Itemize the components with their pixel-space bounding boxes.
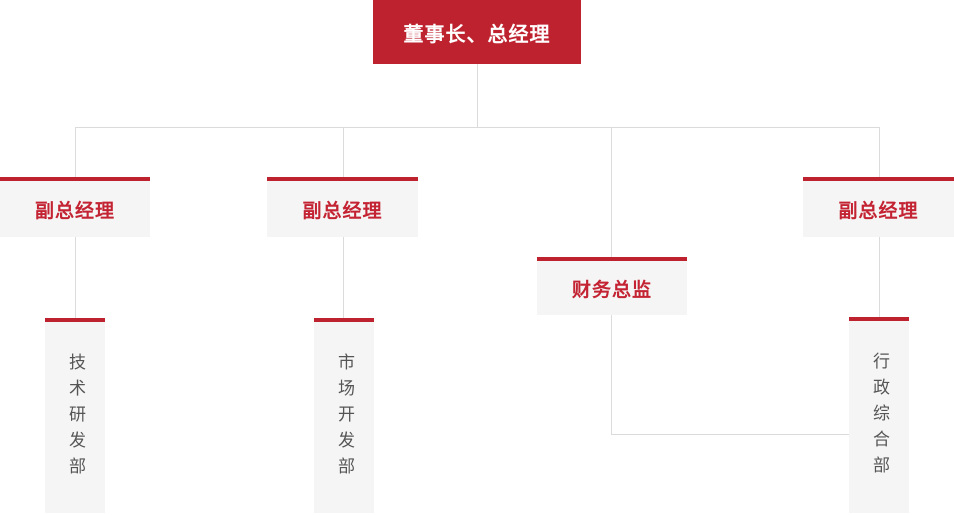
connector-drop-vp-left	[75, 127, 76, 177]
dept-admin-general-box: 行政综合部	[849, 317, 909, 513]
vp-center-box: 副总经理	[267, 177, 418, 237]
dept-market-dev-box: 市场开发部	[314, 318, 374, 513]
dept-market-dev-label: 市场开发部	[335, 352, 354, 483]
connector-vp-right-to-dept	[879, 237, 880, 317]
connector-vp-left-to-dept	[75, 237, 76, 318]
dept-admin-general-label: 行政综合部	[870, 352, 889, 482]
dept-tech-rd-label: 技术研发部	[66, 352, 85, 483]
connector-drop-vp-center	[343, 127, 344, 177]
connector-root-drop	[477, 64, 478, 128]
chairman-general-manager-box: 董事长、总经理	[373, 0, 581, 64]
vp-right-box: 副总经理	[803, 177, 954, 237]
connector-finance-down	[611, 315, 612, 435]
connector-drop-vp-right	[879, 127, 880, 177]
finance-director-box: 财务总监	[537, 257, 687, 315]
chairman-general-manager-label: 董事长、总经理	[403, 23, 551, 46]
connector-finance-horizontal	[611, 434, 849, 435]
connector-vp-center-to-dept	[343, 237, 344, 318]
connector-main-horizontal	[75, 127, 880, 128]
connector-drop-finance	[611, 127, 612, 257]
vp-center-label: 副总经理	[302, 200, 383, 222]
vp-left-box: 副总经理	[0, 177, 150, 237]
finance-director-label: 财务总监	[571, 279, 652, 301]
dept-tech-rd-box: 技术研发部	[45, 318, 105, 513]
vp-left-label: 副总经理	[34, 200, 115, 222]
vp-right-label: 副总经理	[838, 200, 919, 222]
